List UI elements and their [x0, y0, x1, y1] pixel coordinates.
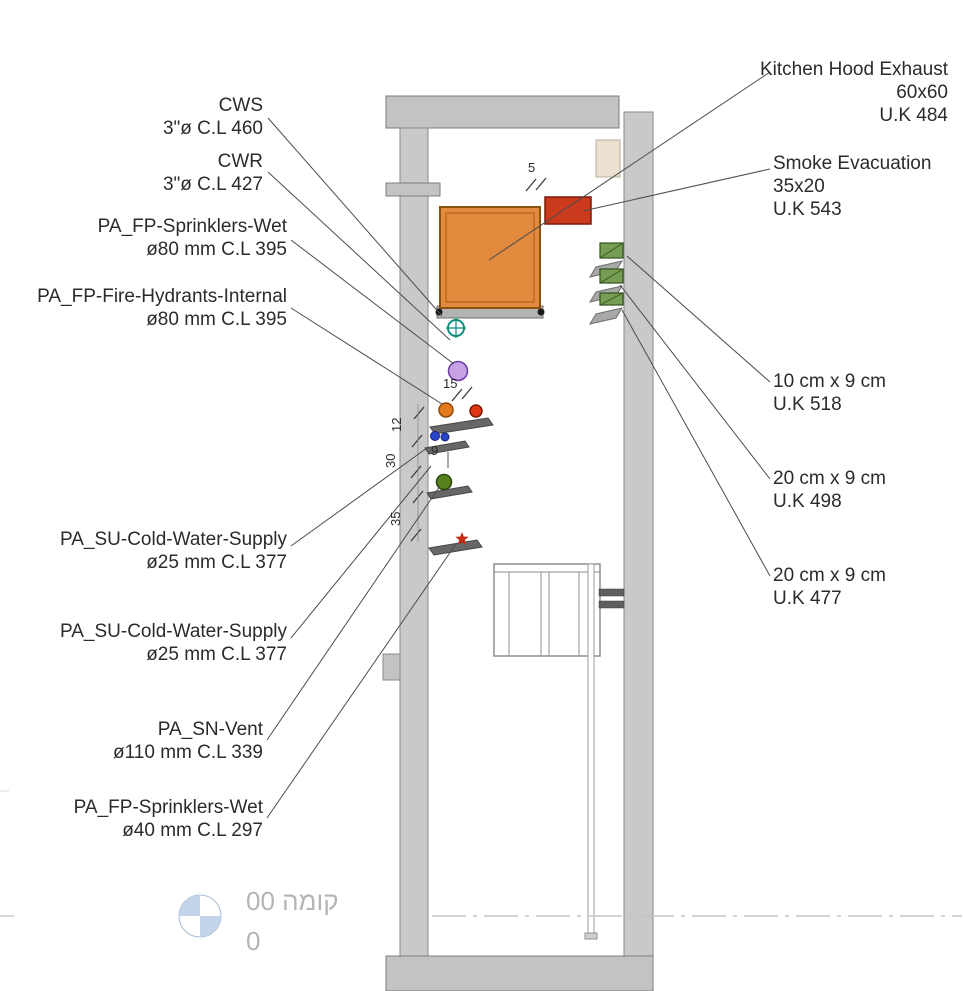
pipe-section-purple[interactable]: [447, 360, 469, 382]
level-marker-icon[interactable]: [178, 894, 222, 938]
annotation-title: PA_FP-Fire-Hydrants-Internal: [37, 286, 287, 307]
annotation-detail: ø80 mm C.L 395: [146, 309, 287, 330]
annotation-fp-sprinklers-wet-40[interactable]: PA_FP-Sprinklers-Wet ø40 mm C.L 297: [74, 796, 263, 842]
annotation-detail: 3"ø C.L 427: [162, 174, 263, 195]
annotation-fp-fire-hydrants-internal[interactable]: PA_FP-Fire-Hydrants-Internal ø80 mm C.L …: [37, 285, 287, 331]
top-slab: [385, 95, 620, 129]
annotation-size: 10 cm x 9 cm: [773, 371, 886, 392]
annotation-title: Smoke Evacuation: [773, 153, 932, 174]
annotation-detail: ø80 mm C.L 395: [146, 239, 287, 260]
annotation-detail: ø110 mm C.L 339: [113, 742, 263, 763]
annotation-duct-20x9-a[interactable]: 20 cm x 9 cm U.K 498: [773, 467, 886, 513]
annotation-title: CWR: [217, 151, 263, 172]
level-elevation[interactable]: 0: [246, 926, 261, 956]
smoke-evacuation-duct[interactable]: [544, 196, 592, 225]
annotation-uk: U.K 543: [773, 199, 842, 220]
annotation-fp-sprinklers-wet-80[interactable]: PA_FP-Sprinklers-Wet ø80 mm C.L 395: [98, 215, 287, 261]
supply-ducts-green[interactable]: [588, 242, 624, 325]
annotation-title: PA_SN-Vent: [157, 719, 263, 740]
pipe-section-green[interactable]: [435, 473, 453, 491]
annotation-size: 35x20: [773, 176, 825, 197]
annotation-su-cold-water-supply-2[interactable]: PA_SU-Cold-Water-Supply ø25 mm C.L 377: [60, 620, 287, 666]
annotation-uk: U.K 477: [773, 588, 842, 609]
dimension-text-9[interactable]: 9: [431, 443, 439, 458]
kitchen-hood-duct[interactable]: [435, 206, 545, 319]
bottom-slab: [385, 955, 654, 991]
vertical-pipe[interactable]: [584, 563, 598, 940]
slab-stub: [385, 182, 441, 197]
hanger-dot: [537, 308, 545, 316]
annotation-detail: 3"ø C.L 460: [162, 118, 263, 139]
annotation-cws[interactable]: CWS 3"ø C.L 460: [163, 94, 263, 140]
beige-element: [595, 139, 621, 178]
pipe-support-shelves[interactable]: [424, 417, 494, 556]
pipe-section-red[interactable]: [469, 404, 483, 418]
dimension-text-5[interactable]: 5: [528, 160, 536, 175]
annotation-kitchen-hood-exhaust[interactable]: Kitchen Hood Exhaust 60x60 U.K 484: [760, 58, 948, 127]
annotation-size: 20 cm x 9 cm: [773, 468, 886, 489]
annotation-size: 60x60: [896, 82, 948, 103]
dimension-ticks: [410, 177, 547, 542]
level-name[interactable]: קומה 00: [246, 886, 339, 916]
annotation-title: PA_FP-Sprinklers-Wet: [97, 216, 287, 237]
annotation-title: Kitchen Hood Exhaust: [759, 59, 948, 80]
annotation-sn-vent[interactable]: PA_SN-Vent ø110 mm C.L 339: [113, 718, 263, 764]
annotation-detail: ø25 mm C.L 377: [146, 644, 287, 665]
annotation-uk: U.K 518: [773, 394, 842, 415]
annotation-title: PA_SU-Cold-Water-Supply: [59, 529, 287, 550]
annotation-duct-10x9[interactable]: 10 cm x 9 cm U.K 518: [773, 370, 886, 416]
dimension-text-35[interactable]: 35: [388, 511, 403, 526]
annotation-uk: U.K 498: [773, 491, 842, 512]
wall-stub: [382, 653, 401, 681]
annotation-title: PA_SU-Cold-Water-Supply: [59, 621, 287, 642]
wall-connector-ticks: [598, 588, 625, 609]
pipe-section-blue-pair[interactable]: [430, 431, 450, 442]
left-column: [399, 127, 429, 991]
sprinkler-star-symbol[interactable]: [455, 532, 469, 545]
leader-lines: [266, 71, 771, 819]
right-column: [623, 111, 654, 991]
annotation-duct-20x9-b[interactable]: 20 cm x 9 cm U.K 477: [773, 564, 886, 610]
annotation-uk: U.K 484: [879, 105, 948, 126]
duct-bracket: [588, 307, 624, 325]
annotation-su-cold-water-supply-1[interactable]: PA_SU-Cold-Water-Supply ø25 mm C.L 377: [60, 528, 287, 574]
structure: [382, 95, 654, 991]
annotation-detail: ø40 mm C.L 297: [122, 820, 263, 841]
dimension-text-12[interactable]: 12: [389, 417, 404, 432]
pipe-section-orange[interactable]: [438, 402, 454, 418]
annotation-detail: ø25 mm C.L 377: [146, 552, 287, 573]
dimension-text-15[interactable]: 15: [443, 376, 458, 391]
cabinet[interactable]: [493, 563, 601, 657]
annotation-size: 20 cm x 9 cm: [773, 565, 886, 586]
annotation-title: CWS: [218, 95, 263, 116]
pipe-end-symbol-teal[interactable]: [446, 318, 466, 338]
annotation-smoke-evacuation[interactable]: Smoke Evacuation 35x20 U.K 543: [773, 152, 931, 221]
annotation-cwr[interactable]: CWR 3"ø C.L 427: [163, 150, 263, 196]
annotation-title: PA_FP-Sprinklers-Wet: [73, 797, 263, 818]
dimension-text-30[interactable]: 30: [383, 453, 398, 468]
